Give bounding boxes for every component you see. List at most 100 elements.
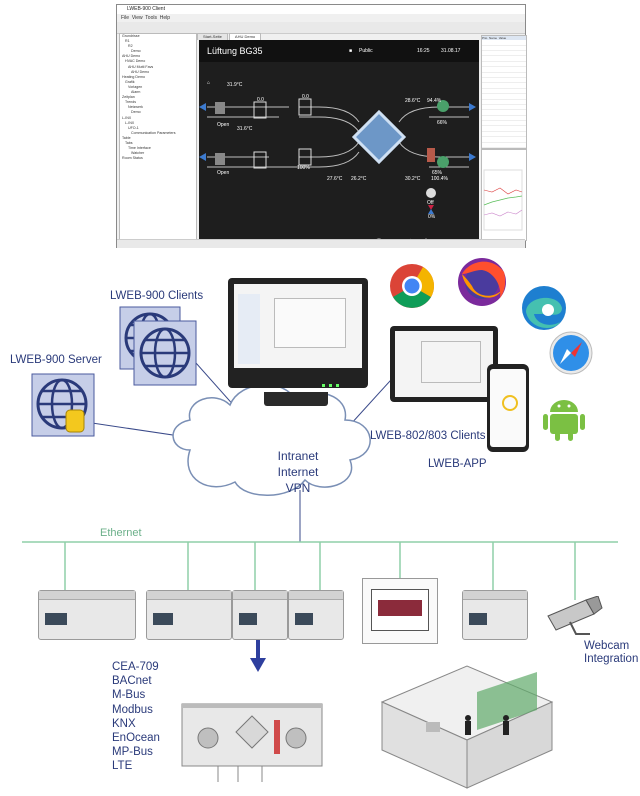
heat-exchanger-icon[interactable] [351, 109, 407, 165]
watch-row[interactable] [482, 132, 526, 138]
tree-item[interactable]: Communication Parameters [131, 130, 176, 135]
watch-row[interactable] [482, 105, 526, 111]
valve-icon[interactable] [428, 209, 434, 214]
user-name: Public [359, 48, 373, 54]
tree-item[interactable]: Trends [125, 100, 137, 105]
value-label: 0.0 [257, 97, 264, 103]
monitor-icon [228, 278, 368, 388]
tablet-icon [390, 326, 498, 402]
filter-icon[interactable] [253, 151, 267, 169]
tree-item[interactable]: Demo [131, 110, 141, 115]
tree-item[interactable]: Heating Demo [122, 74, 145, 79]
tab-start[interactable]: Start-Seite [197, 33, 228, 40]
tree-item[interactable]: Grafik [125, 79, 135, 84]
webcam-label-line2: Integration [584, 653, 639, 665]
protocol-item: BACnet [112, 675, 152, 688]
clock-time: 16:25 [417, 48, 430, 54]
protocol-item: KNX [112, 717, 136, 730]
tree-item[interactable]: L-INX [122, 115, 132, 120]
watch-row[interactable] [482, 40, 526, 46]
damper-icon[interactable] [215, 102, 225, 114]
tree-item[interactable]: AHU Mutti Favs [128, 64, 154, 69]
tree-item[interactable]: R1 [125, 39, 130, 44]
heater-coil-icon[interactable] [427, 148, 435, 162]
ethernet-bus [22, 541, 618, 600]
arrow-left-icon [199, 103, 206, 111]
tree-item[interactable]: Room Status [122, 156, 143, 161]
tree-item[interactable]: Grundrisse [122, 34, 140, 38]
watch-row[interactable] [482, 62, 526, 68]
tree-item[interactable]: Watcher [131, 151, 145, 156]
watch-row[interactable] [482, 116, 526, 122]
tree-item[interactable]: R2 [128, 44, 133, 49]
value-label: 28.6°C [405, 98, 421, 104]
android-icon [543, 400, 585, 441]
protocol-item: LTE [112, 760, 133, 773]
watch-list-header: Prio Name Value [482, 36, 526, 41]
pump-icon[interactable] [426, 188, 436, 198]
tree-item[interactable]: Alarm [131, 90, 141, 95]
controller-device [462, 590, 528, 640]
tree-item[interactable]: Tabs [125, 140, 133, 145]
user-icon: ■ [349, 48, 353, 54]
watch-row[interactable] [482, 89, 526, 95]
filter-icon[interactable] [298, 148, 312, 166]
watch-row[interactable] [482, 137, 526, 143]
watch-row[interactable] [482, 56, 526, 62]
tree-item[interactable]: Demo [131, 49, 141, 54]
watch-row[interactable] [482, 46, 526, 51]
tab-ahu[interactable]: AHU Demo [228, 33, 262, 40]
col-value: Value [498, 36, 507, 40]
page-title: Lüftung BG35 [207, 46, 263, 56]
network-diagram [22, 344, 618, 672]
menu-file[interactable]: File [121, 15, 130, 21]
label-lweb900-clients: LWEB-900 Clients [110, 290, 204, 302]
tree-item[interactable]: HVAC Demo [125, 59, 146, 64]
tree-item[interactable]: Netzwerk [128, 105, 143, 110]
watch-row[interactable] [482, 143, 526, 148]
filter-icon[interactable] [298, 98, 312, 116]
value-label: 100% [297, 165, 310, 171]
watch-row[interactable] [482, 51, 526, 57]
floorplan-icon [421, 341, 481, 383]
tree-item[interactable]: Zeitplan [122, 95, 135, 100]
panel-screen [371, 589, 429, 631]
tree-item[interactable]: L-INX [125, 120, 135, 125]
status-bar [117, 239, 525, 248]
value-label: 27.6°C [327, 176, 343, 182]
tree-item[interactable]: Time Interface [128, 146, 151, 151]
value-label: 30.2°C [405, 176, 421, 182]
webcam-label-line1: Webcam [584, 640, 630, 652]
watch-row[interactable] [482, 67, 526, 73]
watch-row[interactable] [482, 73, 526, 78]
tree-item[interactable]: AHU Demo [122, 54, 141, 59]
watch-row[interactable] [482, 83, 526, 89]
menu-bar: File View Tools Help [117, 14, 525, 22]
fan-icon[interactable] [437, 156, 449, 168]
tree-item[interactable]: UFO-1 [128, 125, 139, 130]
value-label: 66% [437, 120, 448, 126]
watch-row[interactable] [482, 126, 526, 132]
panel-graphic [378, 600, 422, 616]
building-room-icon [380, 665, 554, 789]
tree-item[interactable]: Vorlagen [128, 84, 143, 89]
watch-row[interactable] [482, 110, 526, 116]
filter-icon[interactable] [253, 101, 267, 119]
ahu-schematic [199, 98, 476, 248]
valve-icon[interactable] [428, 205, 434, 210]
menu-view[interactable]: View [131, 15, 143, 21]
damper-icon[interactable] [215, 153, 225, 165]
protocol-item: Modbus [112, 703, 153, 716]
watch-row[interactable] [482, 78, 526, 84]
fan-icon[interactable] [437, 100, 449, 112]
menu-help[interactable]: Help [159, 15, 171, 21]
tree-item[interactable]: AHU Demo [131, 69, 150, 74]
watch-row[interactable] [482, 100, 526, 105]
tree-item[interactable]: Table [122, 135, 131, 140]
menu-tools[interactable]: Tools [145, 15, 157, 21]
arrow-right-icon [469, 153, 476, 161]
watch-row[interactable] [482, 94, 526, 100]
controller-device [146, 590, 232, 640]
watch-row[interactable] [482, 121, 526, 127]
